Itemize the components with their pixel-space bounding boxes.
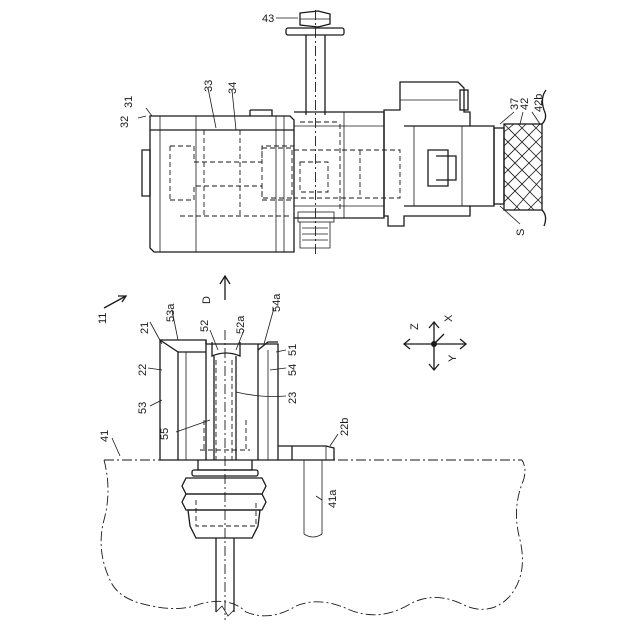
label-22b: 22b bbox=[339, 418, 351, 436]
label-32: 32 bbox=[119, 116, 131, 128]
label-42b: 42b bbox=[533, 94, 545, 112]
label-54: 54 bbox=[287, 364, 299, 376]
label-S: S bbox=[515, 229, 527, 236]
label-31: 31 bbox=[123, 96, 135, 108]
label-52a: 52a bbox=[235, 315, 247, 334]
label-34: 34 bbox=[227, 82, 239, 94]
lower-assembly-view: 11 D 53a 21 22 53 55 52 52a 54a 51 54 23… bbox=[97, 276, 525, 620]
label-41a: 41a bbox=[327, 489, 339, 508]
axis-label-Z: Z bbox=[409, 323, 421, 330]
housing-31 bbox=[142, 110, 294, 252]
label-22: 22 bbox=[137, 364, 149, 376]
label-42: 42 bbox=[519, 98, 531, 110]
middle-body bbox=[294, 112, 384, 218]
direction-arrow-D bbox=[220, 276, 230, 300]
label-33: 33 bbox=[203, 80, 215, 92]
upper-leader-lines bbox=[138, 18, 540, 224]
label-11: 11 bbox=[97, 313, 109, 324]
label-53: 53 bbox=[137, 402, 149, 414]
fitting bbox=[182, 330, 266, 620]
assembly-arrow-11 bbox=[104, 296, 126, 308]
label-51: 51 bbox=[287, 344, 299, 356]
label-41: 41 bbox=[99, 430, 111, 442]
coupling-37 bbox=[384, 82, 494, 226]
axis-label-Y: Y bbox=[447, 354, 459, 362]
label-43: 43 bbox=[262, 13, 274, 25]
label-53a: 53a bbox=[165, 303, 177, 322]
label-54a: 54a bbox=[271, 293, 283, 312]
wall-41 bbox=[101, 460, 525, 616]
label-21: 21 bbox=[139, 322, 151, 334]
label-55: 55 bbox=[159, 428, 171, 440]
axis-label-X: X bbox=[443, 314, 455, 322]
internal-hidden-parts bbox=[170, 122, 400, 216]
body-21 bbox=[160, 340, 334, 460]
label-D: D bbox=[201, 296, 213, 304]
upper-assembly-view: 43 31 32 33 34 37 42 42b S bbox=[119, 10, 546, 255]
label-23: 23 bbox=[287, 392, 299, 404]
label-52: 52 bbox=[199, 320, 211, 332]
lower-hidden-parts bbox=[196, 360, 256, 526]
